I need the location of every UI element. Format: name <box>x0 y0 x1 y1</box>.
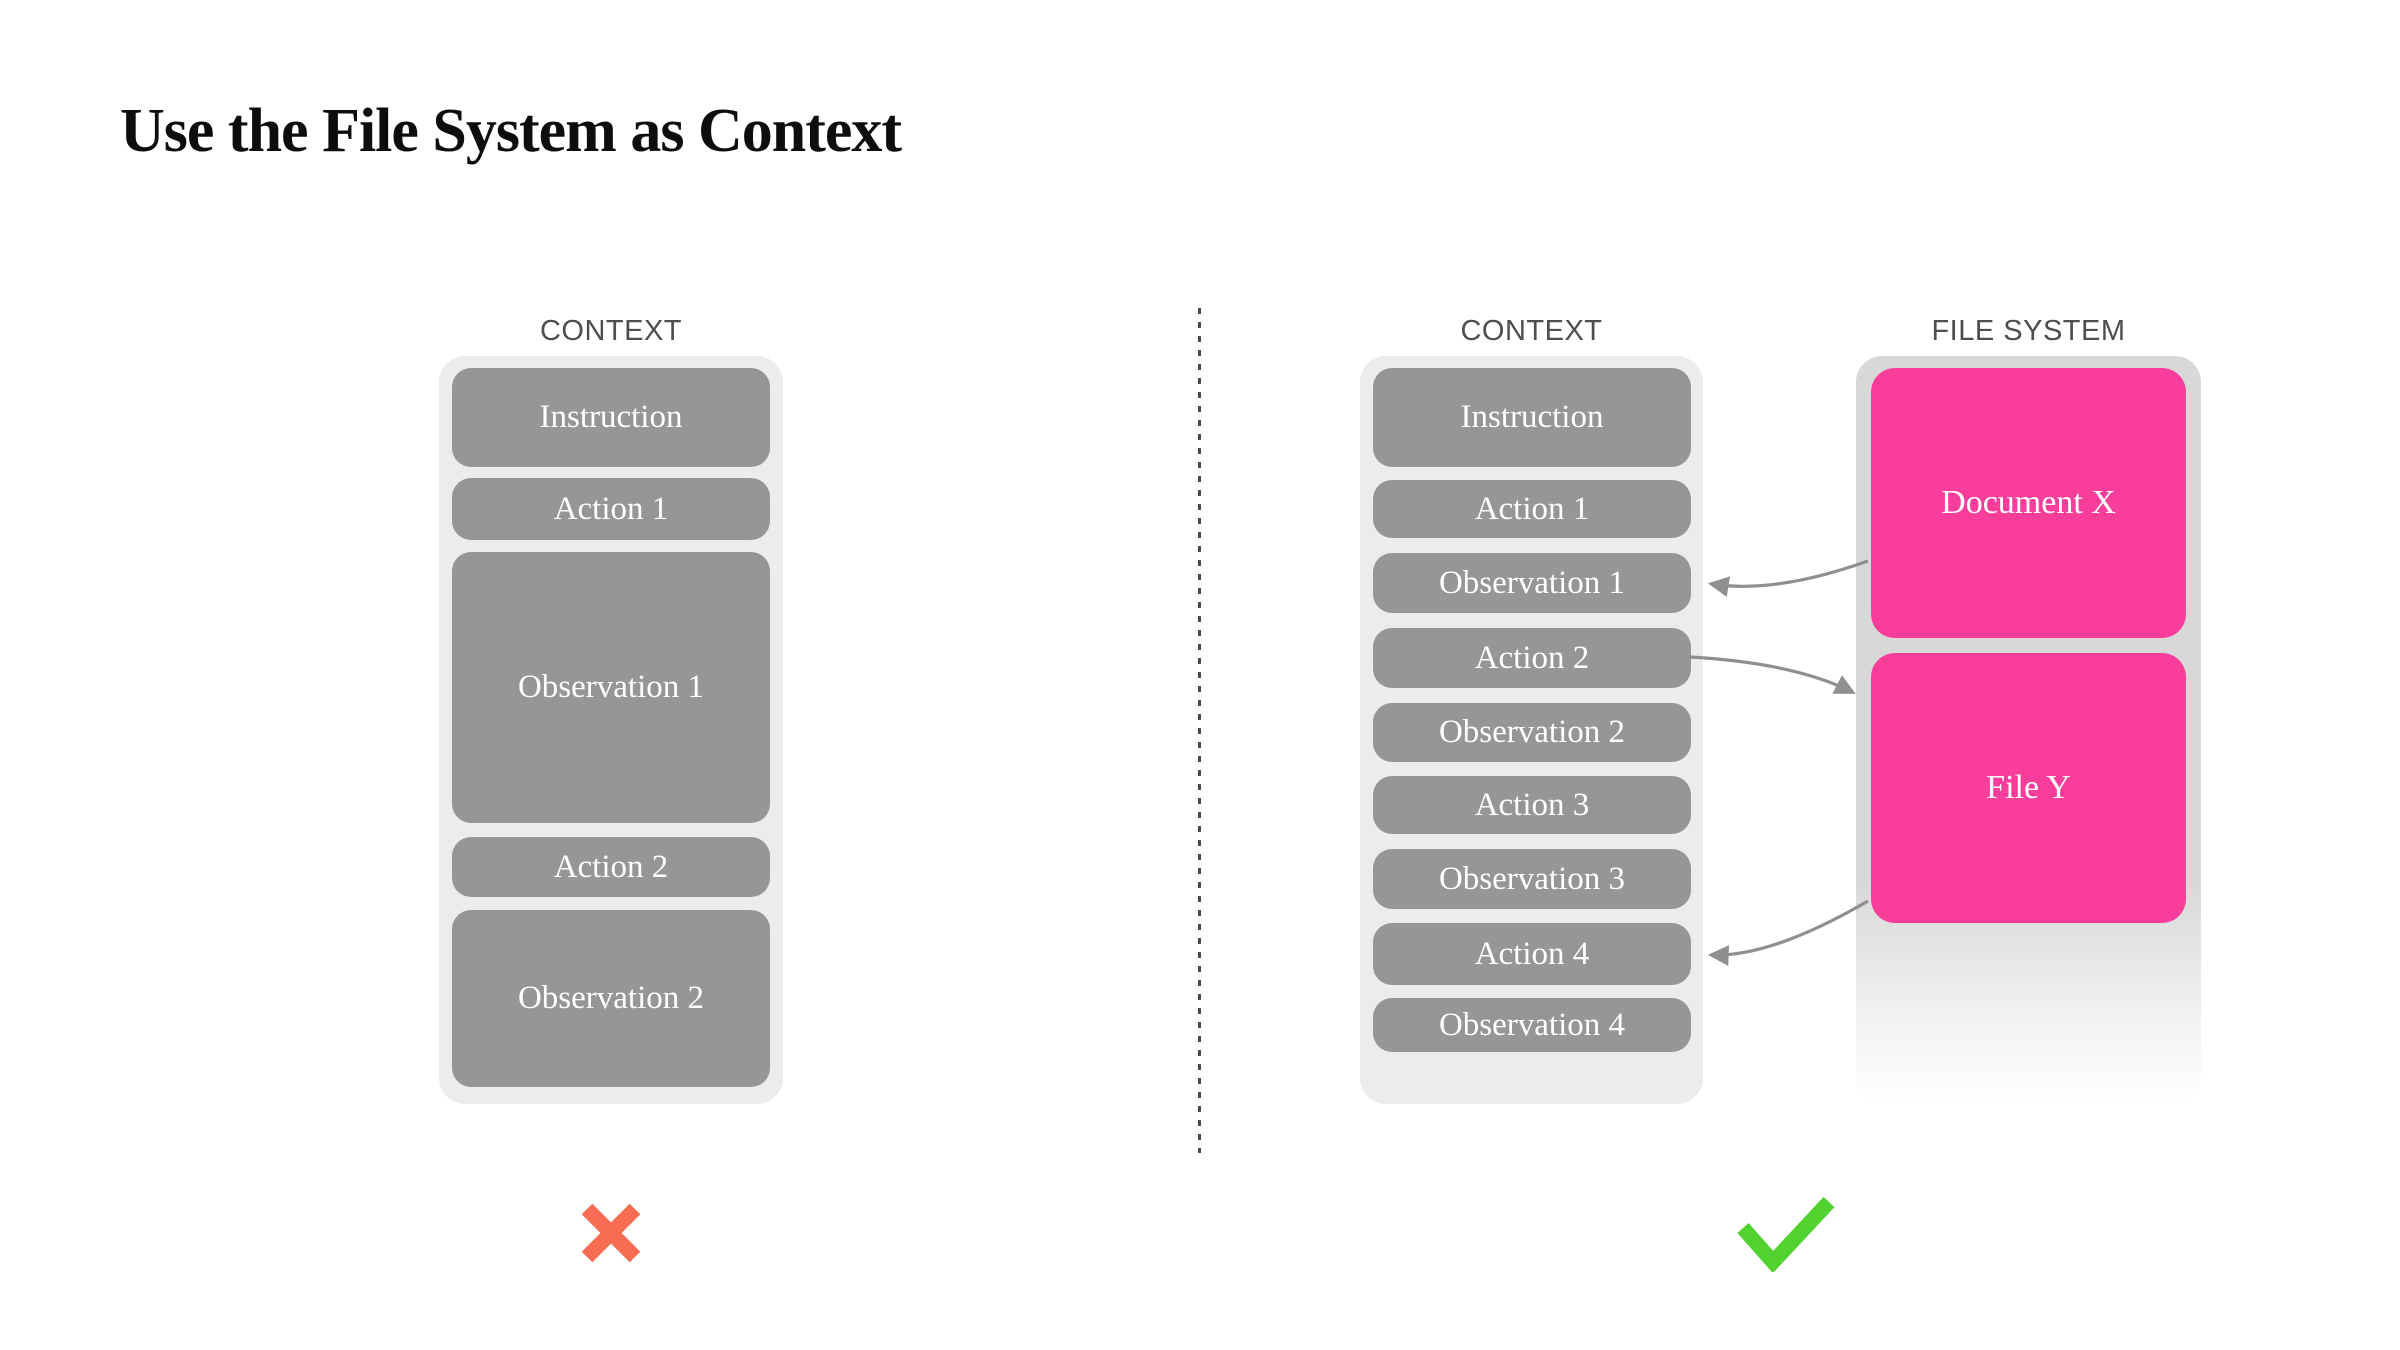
check-icon <box>1737 1196 1835 1272</box>
right-context-panel: Instruction Action 1 Observation 1 Actio… <box>1360 356 1703 1104</box>
right-context-label: CONTEXT <box>1460 315 1603 347</box>
context-block-observation-1: Observation 1 <box>452 552 770 823</box>
file-system-panel: Document X File Y <box>1856 356 2201 1105</box>
context-block-observation-4: Observation 4 <box>1373 998 1691 1052</box>
context-block-action-2: Action 2 <box>452 837 770 897</box>
file-system-label: FILE SYSTEM <box>1931 315 2126 347</box>
left-context-panel: Instruction Action 1 Observation 1 Actio… <box>439 356 783 1104</box>
divider-dashed-line <box>1198 308 1201 1153</box>
context-block-instruction: Instruction <box>452 368 770 467</box>
context-block-observation-2: Observation 2 <box>452 910 770 1087</box>
context-block-instruction: Instruction <box>1373 368 1691 467</box>
context-block-observation-2: Observation 2 <box>1373 703 1691 762</box>
file-block-document-x: Document X <box>1871 368 2186 638</box>
cross-icon <box>581 1203 641 1263</box>
context-block-action-2: Action 2 <box>1373 628 1691 688</box>
arrow-action-2-to-file-y <box>1689 655 1856 694</box>
context-block-observation-3: Observation 3 <box>1373 849 1691 909</box>
context-block-observation-1: Observation 1 <box>1373 553 1691 613</box>
page-title: Use the File System as Context <box>120 97 902 165</box>
arrow-document-x-to-observation-1 <box>1707 559 1869 597</box>
arrow-file-y-to-action-4 <box>1707 899 1869 966</box>
context-block-action-4: Action 4 <box>1373 923 1691 985</box>
context-block-action-1: Action 1 <box>452 478 770 540</box>
context-block-action-3: Action 3 <box>1373 776 1691 834</box>
left-context-label: CONTEXT <box>539 315 683 347</box>
context-block-action-1: Action 1 <box>1373 480 1691 538</box>
file-block-file-y: File Y <box>1871 653 2186 923</box>
